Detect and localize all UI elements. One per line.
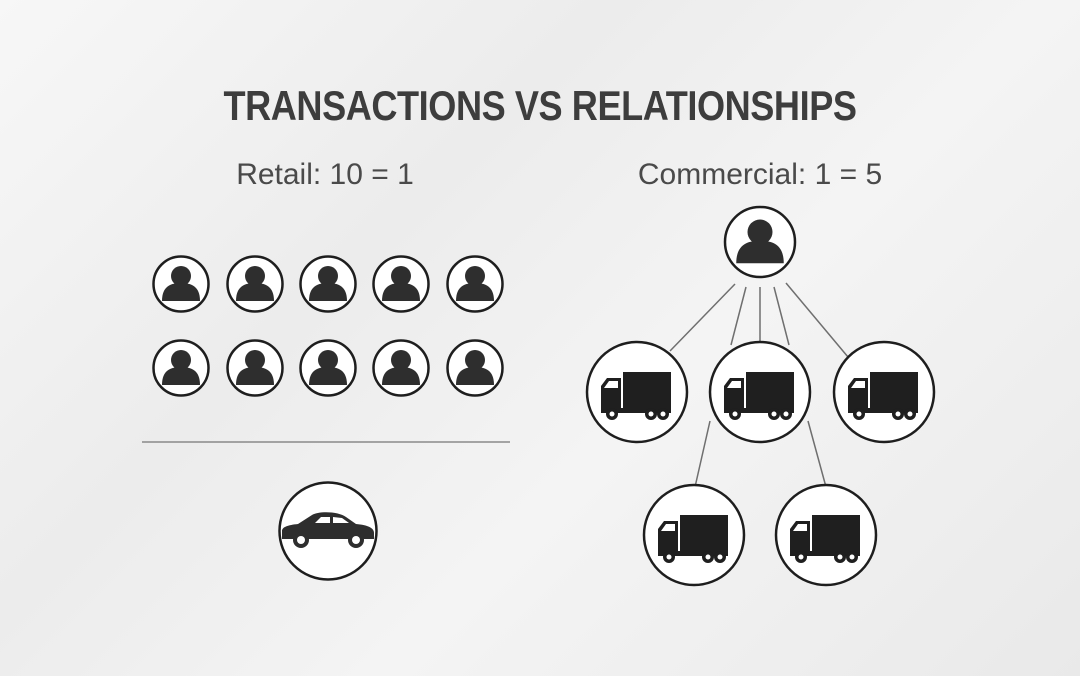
person-icon — [152, 255, 210, 313]
person-icon — [372, 255, 430, 313]
truck-icon — [585, 340, 689, 444]
commercial-trucks — [585, 340, 936, 587]
truck-icon — [774, 483, 878, 587]
retail-people-grid — [152, 255, 504, 397]
connector-line — [773, 286, 790, 346]
truck-icon — [642, 483, 746, 587]
connector-line — [807, 420, 827, 488]
person-icon — [152, 339, 210, 397]
person-icon — [372, 339, 430, 397]
person-icon — [299, 339, 357, 397]
person-icon — [226, 255, 284, 313]
person-icon — [723, 205, 797, 279]
connector-line — [730, 286, 747, 346]
commercial-connectors — [669, 282, 849, 488]
connector-line — [669, 283, 736, 352]
person-icon — [446, 339, 504, 397]
retail-label: Retail: 10 = 1 — [236, 158, 414, 191]
car-icon — [278, 481, 378, 581]
truck-icon — [708, 340, 812, 444]
truck-icon — [832, 340, 936, 444]
person-icon — [299, 255, 357, 313]
page-title: TRANSACTIONS VS RELATIONSHIPS — [223, 82, 857, 129]
connector-line — [694, 420, 711, 488]
person-icon — [226, 339, 284, 397]
person-icon — [446, 255, 504, 313]
connector-line — [785, 282, 849, 358]
commercial-label: Commercial: 1 = 5 — [637, 158, 883, 191]
